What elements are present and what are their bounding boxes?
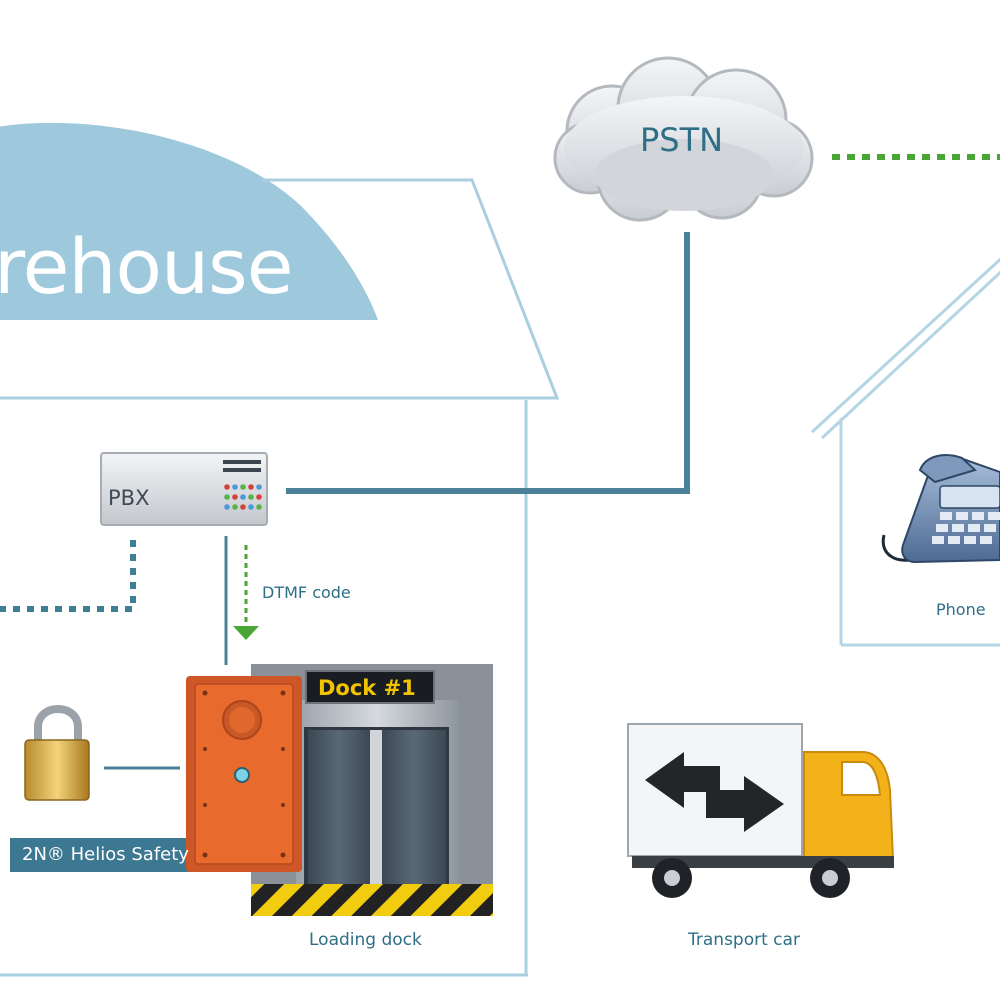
truck-icon — [627, 723, 895, 898]
double-arrow-icon — [645, 752, 720, 808]
transport-car-label: Transport car — [688, 930, 800, 950]
connections — [0, 154, 1000, 770]
helios-label-bar — [10, 838, 196, 872]
dtmf-arrowhead — [233, 626, 259, 640]
desk-phone-icon — [881, 454, 1000, 564]
warehouse-building — [0, 122, 560, 977]
cloud-icon — [553, 56, 814, 222]
warehouse-dome — [0, 122, 378, 320]
warehouse-title: rehouse — [0, 222, 294, 311]
pbx-dotted-link — [0, 540, 136, 612]
remote-house — [810, 257, 1000, 647]
elevator-door-icon — [308, 730, 370, 890]
pbx-label: PBX — [108, 486, 150, 510]
dtmf-label: DTMF code — [262, 583, 351, 602]
helios-label: 2N® Helios Safety — [22, 844, 189, 865]
dock-sign-label: Dock #1 — [318, 676, 416, 700]
pstn-to-pbx-line — [286, 232, 690, 494]
intercom-icon — [186, 676, 302, 872]
phone-label: Phone — [936, 600, 986, 619]
pbx-icon — [100, 452, 268, 526]
pstn-label: PSTN — [640, 121, 724, 159]
warehouse-roof-outline — [0, 178, 560, 400]
loading-dock-label: Loading dock — [309, 930, 422, 950]
padlock-icon — [24, 705, 90, 801]
